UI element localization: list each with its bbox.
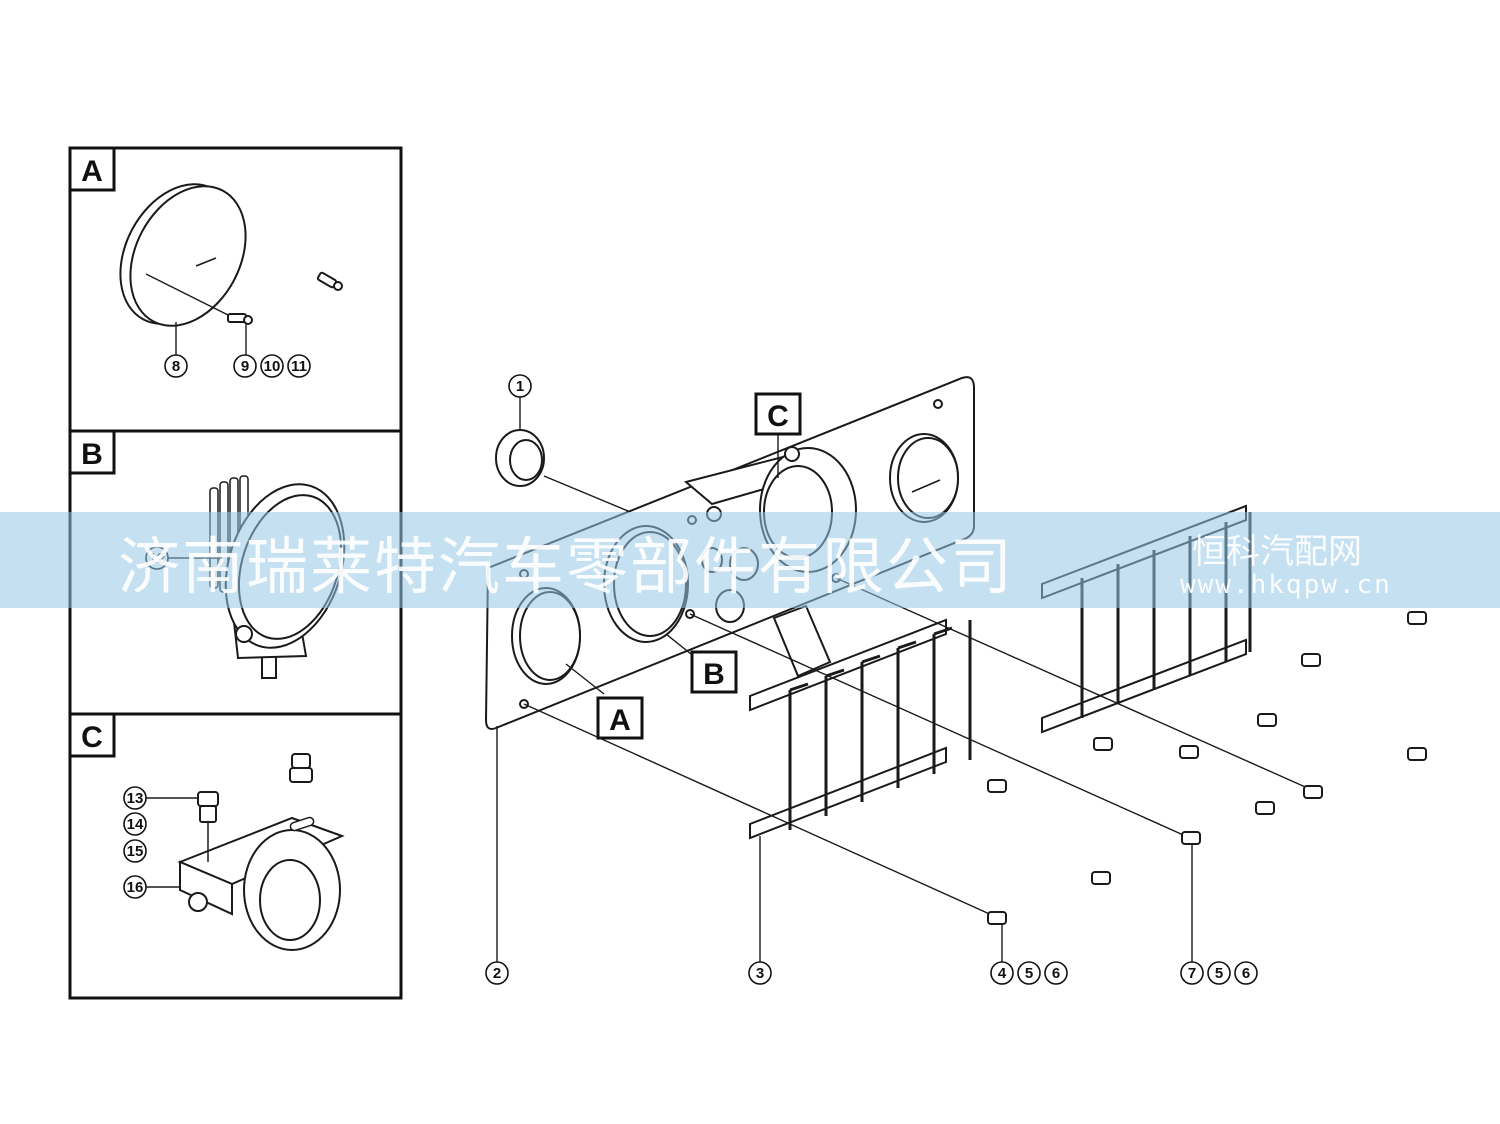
callout-6-b: 6 (1234, 961, 1258, 985)
svg-text:6: 6 (1052, 965, 1060, 982)
svg-text:A: A (609, 704, 631, 737)
leader-1-axis (543, 475, 641, 517)
lamp-cover-drawing (119, 183, 253, 327)
callout-5-a: 5 (1017, 961, 1041, 985)
svg-text:7: 7 (1188, 965, 1196, 982)
watermark-band (0, 512, 1500, 608)
svg-text:C: C (81, 721, 103, 754)
svg-text:8: 8 (172, 358, 180, 375)
svg-text:3: 3 (756, 965, 764, 982)
callout-13: 13 (123, 786, 147, 810)
svg-text:11: 11 (291, 358, 307, 375)
svg-text:9: 9 (241, 358, 249, 375)
svg-text:6: 6 (1242, 965, 1250, 982)
callout-2: 2 (485, 961, 509, 985)
callout-10: 10 (260, 354, 284, 378)
svg-text:5: 5 (1215, 965, 1223, 982)
watermark-site-name: 恒科汽配网 (1192, 532, 1362, 572)
leader-4-axis (523, 703, 995, 917)
pointer-a (565, 663, 605, 695)
svg-text:B: B (81, 438, 103, 471)
callout-9: 9 (233, 354, 257, 378)
callout-14: 14 (123, 812, 147, 836)
svg-text:13: 13 (127, 790, 144, 807)
callout-3: 3 (748, 961, 772, 985)
svg-text:1: 1 (516, 378, 524, 395)
svg-text:4: 4 (998, 965, 1007, 982)
callout-8: 8 (164, 354, 188, 378)
bolt-drawings (987, 611, 1427, 925)
main-assembly: 1 (484, 374, 1427, 985)
view-label-a: A (596, 696, 644, 740)
callout-16: 16 (123, 875, 147, 899)
svg-text:C: C (767, 400, 789, 433)
callout-4: 4 (990, 961, 1014, 985)
screw-drawing (316, 271, 343, 291)
svg-text:B: B (703, 658, 725, 691)
view-label-b: B (690, 650, 738, 694)
callout-6-a: 6 (1044, 961, 1068, 985)
grommet-drawing (495, 429, 545, 487)
callout-11: 11 (287, 354, 311, 378)
detail-label-b: B (68, 429, 116, 475)
bracket-drawing (177, 753, 345, 951)
svg-text:2: 2 (493, 965, 501, 982)
leader-rear-axis (835, 577, 1313, 791)
leader-7-axis (689, 613, 1191, 839)
detail-label-a: A (68, 146, 116, 192)
svg-text:10: 10 (264, 358, 281, 375)
callout-1: 1 (508, 374, 532, 398)
callout-15: 15 (123, 839, 147, 863)
svg-text:15: 15 (127, 843, 144, 860)
svg-text:5: 5 (1025, 965, 1033, 982)
watermark-company-name: 济南瑞莱特汽车零部件有限公司 (118, 530, 1015, 603)
callout-7: 7 (1180, 961, 1204, 985)
svg-text:16: 16 (127, 879, 144, 896)
view-label-c: C (754, 392, 802, 436)
detail-label-c: C (68, 712, 116, 758)
guard-front-drawing (749, 618, 972, 840)
svg-text:A: A (81, 155, 103, 188)
svg-text:14: 14 (127, 816, 144, 833)
callout-5-b: 5 (1207, 961, 1231, 985)
watermark-site-url: www.hkqpw.cn (1180, 570, 1392, 600)
